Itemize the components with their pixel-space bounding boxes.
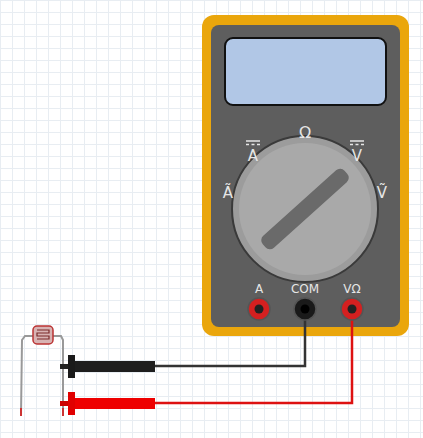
photoresistor-track: [37, 330, 49, 339]
photoresistor: [33, 326, 53, 344]
red-wire: [150, 318, 352, 403]
meter-face: [211, 25, 400, 327]
lcd-display: [225, 38, 386, 105]
port-label: COM: [291, 283, 319, 295]
volt-ohm-port: [341, 298, 363, 320]
dial-pointer: [259, 166, 351, 251]
dc-voltage-setting: V: [352, 149, 362, 164]
ac-current-setting: Ã: [223, 186, 233, 201]
dc-symbol: [246, 141, 364, 145]
dial-face: [239, 143, 371, 275]
probe-guard: [68, 355, 75, 378]
black-probe: [75, 361, 155, 372]
amp-port: [248, 298, 270, 320]
port-label: VΩ: [343, 283, 360, 295]
red-probe: [75, 398, 155, 409]
meter-housing: [202, 15, 409, 336]
black-wire: [150, 318, 305, 366]
ldr-lead: [21, 336, 33, 416]
probe-guard: [68, 392, 75, 415]
port-hole: [301, 305, 310, 314]
ac-voltage-setting: Ṽ: [377, 186, 387, 201]
port-label: A: [255, 283, 263, 295]
ohm-setting: Ω: [299, 125, 311, 141]
lead-tip: [20, 408, 22, 416]
selector-dial: [232, 136, 378, 282]
dc-current-setting: A: [248, 149, 258, 164]
port-hole: [255, 305, 264, 314]
com-port: [294, 298, 316, 320]
port-hole: [348, 305, 357, 314]
lead-tip: [62, 408, 64, 416]
